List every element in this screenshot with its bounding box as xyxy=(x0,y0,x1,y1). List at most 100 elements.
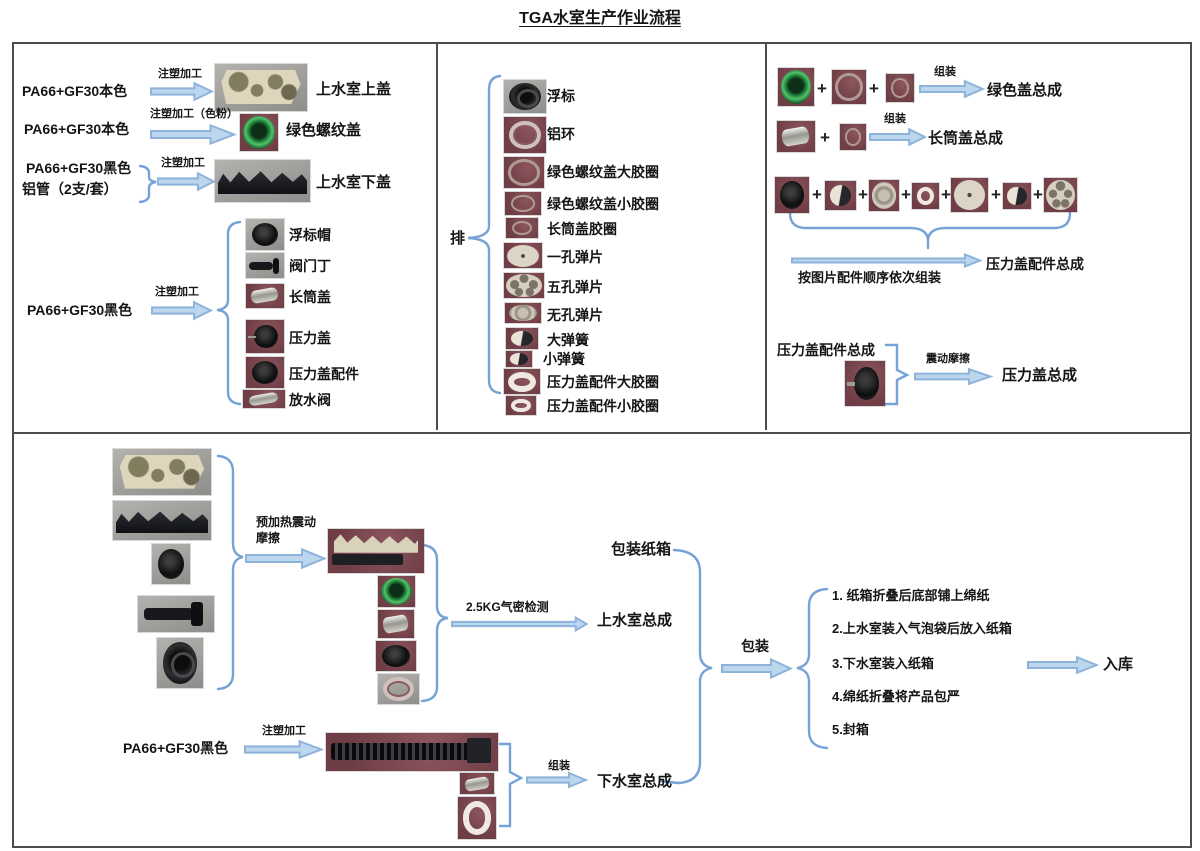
photo-ring2 xyxy=(458,797,496,839)
purchased-item-label: 大弹簧 xyxy=(547,332,589,348)
photo-white-oring xyxy=(912,183,939,209)
process-arrow xyxy=(245,740,323,759)
divider-middle-right xyxy=(765,42,767,430)
photo-green-cap2 xyxy=(378,576,415,607)
photo-pressure-cap4 xyxy=(376,641,416,671)
process-arrow xyxy=(151,82,213,101)
process-arrow xyxy=(452,616,588,632)
photo-five-hole-shrapnel xyxy=(504,273,544,298)
purchased-group-label: 排 xyxy=(450,230,466,247)
purchased-item-label: 浮标 xyxy=(547,88,575,104)
process-label: 按图片配件顺序依次组装 xyxy=(798,270,942,285)
photo-small-oring xyxy=(886,74,914,102)
photo-green-cap-large-oring xyxy=(504,157,544,188)
photo-pressure-small-oring xyxy=(506,396,536,415)
photo-large-oring xyxy=(832,70,866,104)
photo-lower-cover2 xyxy=(113,501,211,540)
output-label: 上水室上盖 xyxy=(316,81,392,98)
output-label: 入库 xyxy=(1103,656,1134,673)
plus-sign: + xyxy=(817,79,827,98)
purchased-item-label: 压力盖配件大胶圈 xyxy=(547,374,659,390)
process-arrow xyxy=(158,172,215,191)
page-title: TGA水室生产作业流程 xyxy=(519,10,681,27)
photo-aluminum-ring2 xyxy=(378,674,419,704)
input-label: 压力盖配件总成 xyxy=(777,342,875,358)
photo-green-threaded-cap xyxy=(240,114,278,151)
plus-sign: + xyxy=(991,185,1001,204)
photo-small-spring2 xyxy=(1003,183,1031,209)
purchased-item-label: 压力盖配件小胶圈 xyxy=(547,398,659,414)
material-label: PA66+GF30本色 xyxy=(24,121,130,137)
photo-upper-chamber-welded xyxy=(328,529,424,573)
photo-green-cap xyxy=(778,68,814,106)
purchased-item-label: 五孔弹片 xyxy=(547,279,603,295)
photo-lower-cover xyxy=(215,160,310,202)
photo-large-spring xyxy=(506,328,538,349)
photo-tube-cap-oring xyxy=(506,218,538,238)
photo-tube-cap3 xyxy=(378,610,414,638)
packing-step: 2.上水室装入气泡袋后放入纸箱 xyxy=(832,621,1012,636)
packing-step: 4.绵纸折叠将产品包严 xyxy=(832,689,960,704)
process-label: 组装 xyxy=(548,760,570,772)
process-label: 震动摩擦 xyxy=(926,353,970,365)
output-label: 压力盖配件总成 xyxy=(986,256,1084,272)
photo-upper-cover2 xyxy=(113,449,211,495)
plus-sign: + xyxy=(1033,185,1043,204)
process-arrow xyxy=(722,658,792,679)
plus-sign: + xyxy=(901,185,911,204)
photo-float2 xyxy=(157,638,203,688)
photo-one-hole-shrapnel2 xyxy=(951,178,988,212)
process-arrow xyxy=(920,80,984,98)
output-label: 上水室总成 xyxy=(597,612,673,629)
material-label: PA66+GF30黑色 xyxy=(27,302,133,318)
purchased-item-label: 绿色螺纹盖小胶圈 xyxy=(547,196,659,212)
photo-float xyxy=(504,80,546,113)
photo-small-spring xyxy=(506,351,532,367)
packing-step: 3.下水室装入纸箱 xyxy=(832,656,934,671)
plus-sign: + xyxy=(812,185,822,204)
photo-pressure-cap-assy xyxy=(845,361,885,406)
material-label2: 铝管（2支/套） xyxy=(22,181,118,197)
output-label: 绿色螺纹盖 xyxy=(286,122,362,139)
plus-sign: + xyxy=(941,185,951,204)
photo-pressure-cap xyxy=(246,320,284,353)
photo-pressure-large-oring xyxy=(504,369,540,394)
photo-upper-cover xyxy=(215,64,307,111)
part-label: 浮标帽 xyxy=(289,227,331,243)
process-label: 注塑加工 xyxy=(158,68,202,80)
photo-aluminum-ring xyxy=(504,117,546,153)
process-arrow xyxy=(152,301,212,320)
process-arrow xyxy=(1028,656,1098,674)
photo-tube-cap xyxy=(246,284,284,308)
photo-green-cap-small-oring xyxy=(505,192,541,215)
packing-step: 1. 纸箱折叠后底部铺上绵纸 xyxy=(832,588,990,603)
photo-lower-chamber-tube xyxy=(326,733,498,771)
photo-five-hole-shrapnel2 xyxy=(1044,178,1077,212)
process-arrow xyxy=(527,772,587,788)
process-arrow xyxy=(151,124,236,145)
output-label: 压力盖总成 xyxy=(1002,367,1078,384)
output-label: 绿色盖总成 xyxy=(987,82,1063,99)
purchased-item-label: 铝环 xyxy=(547,126,575,142)
process-arrow xyxy=(870,128,926,146)
photo-valve-pin2 xyxy=(138,596,214,632)
process-label: 注塑加工 xyxy=(262,725,306,737)
photo-tube-cap2 xyxy=(777,121,815,152)
process-label: 组装 xyxy=(884,113,906,125)
part-label: 放水阀 xyxy=(289,392,331,408)
plus-sign: + xyxy=(869,79,879,98)
photo-drain-valve2 xyxy=(460,773,494,794)
process-arrow xyxy=(792,253,982,268)
process-label2: 摩擦 xyxy=(256,531,281,545)
purchased-item-label: 小弹簧 xyxy=(543,351,585,367)
photo-no-hole-shrapnel xyxy=(505,303,541,323)
part-label: 长筒盖 xyxy=(289,289,331,305)
part-label: 压力盖 xyxy=(289,330,331,346)
purchased-item-label: 一孔弹片 xyxy=(547,249,603,265)
photo-large-spring2 xyxy=(825,181,856,210)
photo-pressure-cap-part xyxy=(246,357,284,388)
photo-pressure-cap3 xyxy=(775,177,809,213)
carton-label: 包装纸箱 xyxy=(611,541,672,558)
process-label: 2.5KG气密检测 xyxy=(466,600,549,614)
